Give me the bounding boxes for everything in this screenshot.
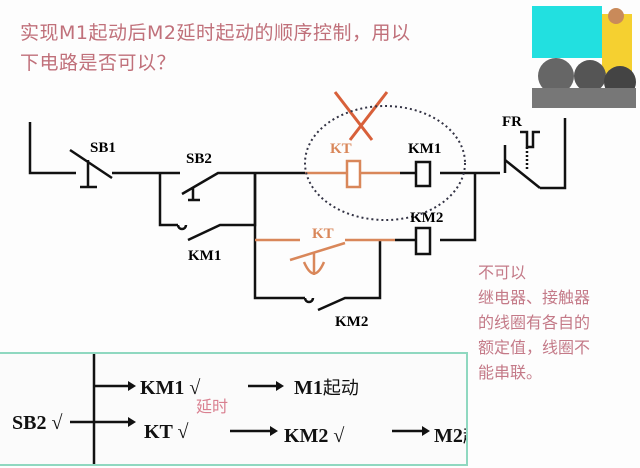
title-line-2: 下电路是否可以？ [20,52,177,74]
sequence-flow: SB2 √ KM1 √ M1起动 延时 KT √ KM2 √ M2起动 [12,354,499,464]
explanation-note: 不可以 继电器、接触器 的线圈有各自的 额定值，线圈不 能串联。 [478,260,590,385]
note-line: 能串联。 [478,363,543,382]
km1-aux-contact [158,173,257,242]
cross-mark-icon [333,91,389,141]
flow-delay-label: 延时 [196,397,228,416]
sequence-flow-box: SB2 √ KM1 √ M1起动 延时 KT √ KM2 √ M2起动 [0,352,499,466]
flow-km2: KM2 √ [284,425,344,447]
left-rail [28,122,76,175]
km2-contact-label: KM2 [335,314,368,330]
flow-m1: M1起动 [294,377,359,399]
km2-coil-label: KM2 [410,210,443,226]
kt-delay-contact [255,238,395,275]
note-line: 的线圈有各自的 [478,313,591,332]
teacher-illustration [532,6,636,108]
note-line: 不可以 [478,263,527,282]
km2-aux-contact [253,173,382,312]
question-title: 实现M1起动后M2延时起动的顺序控制，用以 下电路是否可以？ [20,18,490,78]
note-line: 额定值，线圈不 [478,338,591,357]
kt-coil-label: KT [330,141,352,157]
km2-coil [414,226,432,256]
fr-symbol [503,130,540,173]
sb1-label: SB1 [90,140,116,156]
flow-kt: KT √ [144,421,189,443]
note-line: 继电器、接触器 [478,288,591,307]
kt-coil [345,159,362,189]
sb2-label: SB2 [186,151,212,167]
highlight-ellipse [304,105,466,221]
sb1-switch [69,148,160,189]
flow-km1: KM1 √ [140,377,200,399]
km1-coil [414,160,432,188]
title-line-1: 实现M1起动后M2延时起动的顺序控制，用以 [20,22,411,44]
km1-coil-label: KM1 [408,141,441,157]
flow-m2: M2起动 [434,425,466,447]
km1-contact-label: KM1 [188,248,221,264]
kt-contact-label: KT [312,226,334,242]
sb2-switch [160,171,255,202]
circuit-diagram: SB1 SB2 KM1 KT KM1 KM2 KT KM2 FR [28,91,567,330]
flow-sb2: SB2 √ [12,412,62,434]
fr-label: FR [502,114,522,130]
